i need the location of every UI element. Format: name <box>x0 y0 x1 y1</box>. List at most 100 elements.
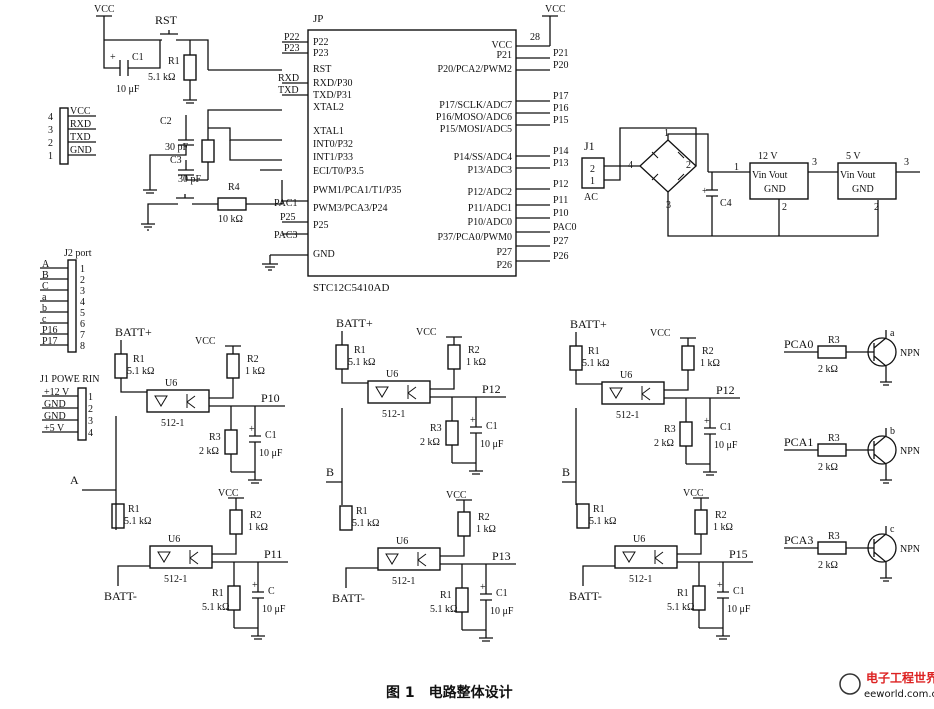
port-pin: 8 <box>80 341 85 352</box>
mcu-left-pin: ECI/T0/P3.5 <box>313 166 364 177</box>
r3-resistor <box>692 585 706 611</box>
port-pin: 6 <box>80 319 85 330</box>
svg-text:+: + <box>702 186 708 197</box>
net-pac3: PAC3 <box>274 230 298 241</box>
svg-text:1: 1 <box>734 162 739 173</box>
reset-c-val: 10 μF <box>116 84 140 95</box>
net-pac1: PAC1 <box>274 198 298 209</box>
svg-text:Vin Vout: Vin Vout <box>752 170 788 181</box>
power-supply: J1 2 1 AC 4 1 2 3 + C4 12 V Vin Vout GND… <box>581 127 920 237</box>
r2-val: 1 kΩ <box>466 357 486 368</box>
driver-res-val: 2 kΩ <box>818 560 838 571</box>
r3-ref: R1 <box>440 590 452 601</box>
net-p23: P23 <box>284 43 300 54</box>
power-net: +12 V <box>44 387 70 398</box>
power-pin: 2 <box>88 404 93 415</box>
driver-resistor <box>817 345 847 359</box>
opto-ref: U6 <box>165 378 177 389</box>
r2-resistor <box>447 344 461 370</box>
cap-ref: C1 <box>496 588 508 599</box>
net-txd: TXD <box>278 85 299 96</box>
svg-text:Vin Vout: Vin Vout <box>840 170 876 181</box>
vcc-label: VCC <box>195 336 216 347</box>
batt-label: BATT+ <box>570 317 607 331</box>
mcu-left-pin: XTAL2 <box>313 102 344 113</box>
figure-caption: 图 1 电路整体设计 <box>386 684 513 701</box>
mcu-gnd-symbol <box>262 255 278 271</box>
reset-r-val: 5.1 kΩ <box>148 72 175 83</box>
net-rxd: RXD <box>278 73 299 84</box>
r3-resistor <box>679 421 693 447</box>
net-p25: P25 <box>280 212 296 223</box>
port-net: C <box>42 281 49 292</box>
vcc-label: VCC <box>416 327 437 338</box>
r1-val: 5.1 kΩ <box>127 366 154 377</box>
r3-resistor <box>224 429 238 455</box>
batt-label: BATT- <box>104 589 137 603</box>
port-net: A <box>42 259 50 270</box>
port-net: P16 <box>42 325 58 336</box>
svg-text:GND: GND <box>70 145 92 156</box>
key-button <box>174 194 196 205</box>
port-pin: 3 <box>80 286 85 297</box>
cap-ref: C1 <box>265 430 277 441</box>
svg-text:1: 1 <box>48 151 53 162</box>
r2-ref: R2 <box>702 346 714 357</box>
reset-circuit: VCC RST R1 5.1 kΩ + C1 10 μF <box>94 4 282 104</box>
svg-text:2: 2 <box>782 202 787 213</box>
r2-ref: R2 <box>247 354 259 365</box>
mcu-right-net: P11 <box>553 195 568 206</box>
opto-ref: U6 <box>386 369 398 380</box>
mcu-right-net: PAC0 <box>553 222 577 233</box>
opto-part: 512-1 <box>164 574 187 585</box>
r1-val: 5.1 kΩ <box>589 516 616 527</box>
svg-text:+: + <box>110 52 116 63</box>
driver-out: b <box>890 426 895 437</box>
batt-label: BATT+ <box>115 325 152 339</box>
rst-label: RST <box>155 13 178 27</box>
optocoupler <box>367 380 431 404</box>
r3-val: 5.1 kΩ <box>202 602 229 613</box>
r1-resistor <box>111 503 125 529</box>
vcc-label: VCC <box>650 328 671 339</box>
svg-text:1: 1 <box>590 176 595 187</box>
svg-text:+: + <box>252 580 258 591</box>
driver-resistor <box>817 541 847 555</box>
optocoupler <box>149 545 213 569</box>
ac-label: AC <box>584 192 598 203</box>
r1-ref: R1 <box>356 506 368 517</box>
mcu-left-pin: XTAL1 <box>313 126 344 137</box>
batt-label: BATT- <box>332 591 365 605</box>
reset-resistor <box>183 54 197 81</box>
vcc-label-mcu: VCC <box>545 4 566 15</box>
r2-val: 1 kΩ <box>248 522 268 533</box>
mcu-right-stubs <box>516 45 550 262</box>
cap-ref: C1 <box>486 421 498 432</box>
r3-val: 5.1 kΩ <box>430 604 457 615</box>
svg-text:+: + <box>717 580 723 591</box>
mcu-right-pin: P10/ADC0 <box>468 217 512 228</box>
power-net: GND <box>44 411 66 422</box>
r2-ref: R2 <box>250 510 262 521</box>
mcu-right-net: P21 <box>553 48 569 59</box>
watermark-brand: 电子工程世界 <box>866 670 934 685</box>
opto-ref: U6 <box>620 370 632 381</box>
cap-ref: C <box>268 586 275 597</box>
port-net: a <box>42 292 47 303</box>
output-net: P15 <box>729 547 748 561</box>
opto-ref: U6 <box>396 536 408 547</box>
opto-ref: U6 <box>168 534 180 545</box>
key-circuit: R4 10 kΩ <box>141 180 283 231</box>
opto-ref: U6 <box>633 534 645 545</box>
power-title: J1 POWE RIN <box>40 374 99 385</box>
mcu-right-net: P26 <box>553 251 569 262</box>
watermark-url: eeworld.com.cn <box>864 689 934 700</box>
c2-val: 30 pF <box>165 142 189 153</box>
power-net: +5 V <box>44 423 65 434</box>
svg-text:GND: GND <box>852 184 874 195</box>
driver-type: NPN <box>900 348 920 359</box>
r4 <box>217 197 247 211</box>
